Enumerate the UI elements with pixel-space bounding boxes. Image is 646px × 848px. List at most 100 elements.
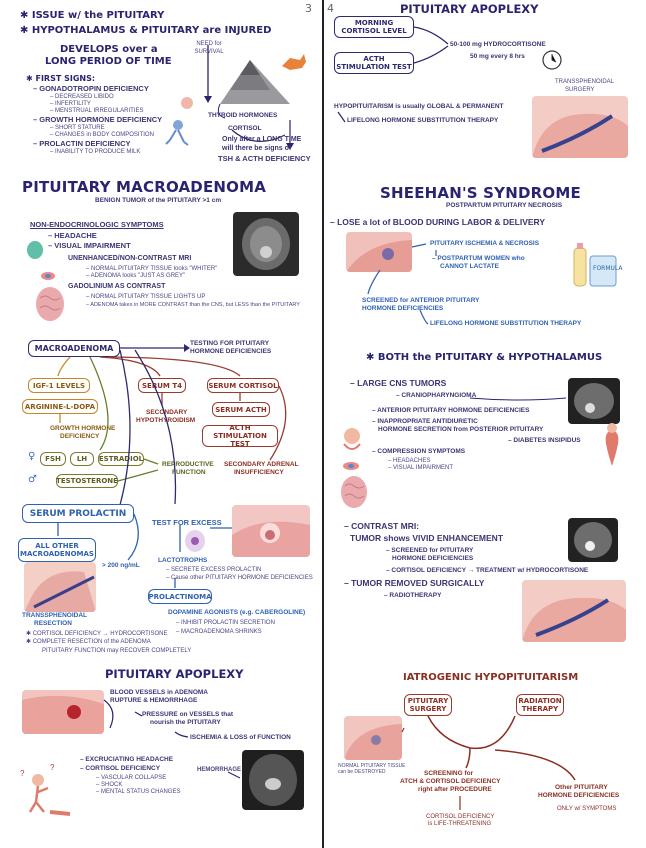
screened-pit-1: – SCREENED for PITUITARY bbox=[386, 547, 474, 554]
serum-t4-box: SERUM T4 bbox=[138, 378, 186, 393]
iatrogenic-anatomy-image bbox=[344, 716, 402, 760]
macroadenoma-title: PITUITARY MACROADENOMA bbox=[22, 178, 267, 196]
gonad-item-2: – INFERTILITY bbox=[50, 101, 91, 107]
unenhanced-item-1: – NORMAL PITUITARY TISSUE looks "WHITER" bbox=[86, 266, 218, 272]
gadolinium-item-1: – NORMAL PITUITARY TISSUE LIGHTS UP bbox=[86, 294, 206, 300]
lifelong-therapy-1: LIFELONG HORMONE SUBSTITUTION THERAPY bbox=[347, 117, 499, 124]
pit-surgery-line-2: SURGERY bbox=[409, 705, 447, 713]
arginine-box: ARGININE-L-DOPA bbox=[22, 399, 98, 414]
headache-person-icon bbox=[344, 428, 360, 444]
compression-item-1: – HEADACHES bbox=[388, 458, 431, 464]
svg-text:?: ? bbox=[50, 763, 55, 772]
radiation-line-1: RADIATION bbox=[518, 697, 562, 705]
radiation-line-2: THERAPY bbox=[521, 705, 559, 713]
ghd-line-1: GROWTH HORMONE bbox=[50, 425, 116, 432]
craniopharyngioma: – CRANIOPHARYNGIOMA bbox=[396, 392, 477, 399]
transsphenoidal-2: RESECTION bbox=[34, 620, 72, 627]
inappropriate-1: – INAPPROPRIATE ANTIDIURETIC bbox=[372, 418, 478, 425]
diabetes-insipidus: – DIABETES INSIPIDUS bbox=[508, 437, 581, 444]
sheehan-title: SHEEHAN'S SYNDROME bbox=[380, 184, 581, 202]
serum-prolactin-box: SERUM PROLACTIN bbox=[22, 504, 134, 523]
all-other-box: ALL OTHER MACROADENOMAS bbox=[18, 538, 96, 562]
estradiol-box: ESTRADIOL bbox=[98, 452, 144, 466]
macroadenoma-subtitle: BENIGN TUMOR of the PITUITARY >1 cm bbox=[95, 197, 222, 204]
morning-line-1: MORNING bbox=[354, 19, 394, 27]
all-other-line-2: MACROADENOMAS bbox=[20, 550, 94, 558]
dopamine-agonists: DOPAMINE AGONISTS (e.g. CABERGOLINE) bbox=[168, 609, 306, 616]
screening-1: SCREENING for bbox=[424, 770, 474, 777]
only-after-2: will there be signs of bbox=[222, 145, 292, 152]
cortisol-life-1: CORTISOL DEFICIENCY bbox=[426, 814, 495, 820]
blood-vessels-1: BLOOD VESSELS in ADENOMA bbox=[110, 689, 208, 696]
lactotrophs-item-2: – Cause other PITUITARY HORMONE DEFICIEN… bbox=[166, 575, 313, 581]
right-apoplexy-title: PITUITARY APOPLEXY bbox=[400, 2, 539, 16]
tumor-vivid: TUMOR shows VIVID ENHANCEMENT bbox=[350, 533, 504, 543]
gonadotropin-deficiency: – GONADOTROPIN DEFICIENCY bbox=[33, 84, 149, 93]
lactotrophs-label: LACTOTROPHS bbox=[158, 557, 208, 564]
growth-deficiency: – GROWTH HORMONE DEFICIENCY bbox=[33, 115, 163, 124]
hemorrhage-label: HEMORRHAGE bbox=[197, 767, 242, 773]
gonad-item-1: – DECREASED LIBIDO bbox=[50, 94, 114, 100]
every-8-hours: 50 mg every 8 hrs bbox=[470, 53, 525, 60]
acth-stim-line-1: ACTH STIMULATION bbox=[213, 424, 267, 440]
fsh-box: FSH bbox=[40, 452, 66, 466]
inappropriate-2: HORMONE SECRETION from POSTERIOR PITUITA… bbox=[378, 426, 544, 433]
both-title: ✱ BOTH the PITUITARY & HYPOTHALAMUS bbox=[366, 352, 603, 363]
testing-line-2: HORMONE DEFICIENCIES bbox=[190, 348, 272, 355]
serum-acth-box: SERUM ACTH bbox=[212, 402, 270, 417]
surgery-anatomy-image bbox=[532, 96, 628, 158]
hypothalamus-title: ✱ HYPOTHALAMUS & PITUITARY are INJURED bbox=[20, 25, 272, 36]
running-person-icon bbox=[173, 120, 183, 130]
pituitary-anatomy-image bbox=[232, 505, 310, 557]
reproductive-2: FUNCTION bbox=[172, 469, 206, 476]
testing-line-1: TESTING FOR PITUITARY bbox=[190, 340, 270, 347]
screened-anterior-1: SCREENED for ANTERIOR PITUITARY bbox=[362, 297, 480, 304]
ghd-line-2: DEFICIENCY bbox=[60, 433, 100, 440]
adrenal-2: INSUFFICIENCY bbox=[234, 469, 284, 476]
headache-symptom: – HEADACHE bbox=[48, 231, 97, 240]
iatrogenic-title: IATROGENIC HYPOPITUITARISM bbox=[403, 672, 579, 683]
excruciating-headache: – EXCRUCIATING HEADACHE bbox=[80, 756, 174, 763]
test-for-excess: TEST FOR EXCESS bbox=[152, 518, 222, 527]
testosterone-box: TESTOSTERONE bbox=[56, 474, 118, 488]
long-period-text: LONG PERIOD OF TIME bbox=[45, 56, 172, 67]
hypopit-global: HYPOPITUITARISM is usually GLOBAL & PERM… bbox=[334, 103, 504, 110]
first-signs: ✱ FIRST SIGNS: bbox=[26, 74, 96, 83]
lifelong-therapy-2: LIFELONG HORMONE SUBSTITUTION THERAPY bbox=[430, 320, 582, 327]
gadolinium-contrast: GADOLINIUM AS CONTRAST bbox=[68, 283, 166, 290]
postpartum-necrosis: POSTPARTUM PITUITARY NECROSIS bbox=[446, 202, 563, 209]
thirst-person-icon bbox=[605, 430, 619, 466]
radiation-therapy-box: RADIATION THERAPY bbox=[516, 694, 564, 716]
unenhanced-mri: UNENHANCED/NON-CONTRAST MRI bbox=[68, 255, 192, 262]
cortisol-life-2: is LIFE-THREATENING bbox=[428, 821, 492, 827]
develops-text: DEVELOPS over a bbox=[60, 44, 158, 55]
all-other-line-1: ALL OTHER bbox=[35, 542, 79, 550]
cortisol-label: CORTISOL bbox=[228, 125, 262, 132]
only-after-3: TSH & ACTH DEFICIENCY bbox=[218, 154, 311, 163]
nasal-anatomy-image bbox=[24, 562, 96, 612]
craniopharyngioma-mri bbox=[568, 378, 620, 424]
apoplexy-anatomy-image bbox=[22, 690, 104, 734]
dopamine-item-1: – INHIBIT PROLACTIN SECRETION bbox=[176, 620, 275, 626]
hemorrhage-mri-image bbox=[242, 750, 304, 810]
hydrocortisone-dose: 50-100 mg HYDROCORTISONE bbox=[450, 41, 546, 48]
igf1-box: IGF-1 LEVELS bbox=[28, 378, 90, 393]
only-with-symptoms: ONLY w/ SYMPTOMS bbox=[557, 806, 617, 812]
acth-stim-line-2: TEST bbox=[230, 440, 250, 448]
formula-can-icon bbox=[589, 255, 617, 287]
growth-item-2: – CHANGES in BODY COMPOSITION bbox=[50, 132, 154, 138]
prolactin-item-1: – INABILITY TO PRODUCE MILK bbox=[50, 149, 141, 155]
transsphenoidal-1: TRANSSPHENOIDAL bbox=[22, 612, 88, 619]
prolactin-deficiency: – PROLACTIN DEFICIENCY bbox=[33, 139, 131, 148]
other-deficiencies-1: Other PITUITARY bbox=[555, 784, 608, 791]
macroadenoma-box: MACROADENOMA bbox=[28, 340, 120, 357]
acth-right-line-2: STIMULATION TEST bbox=[336, 63, 412, 71]
screening-2: ATCH & CORTISOL DEFICIENCY bbox=[400, 778, 501, 785]
transsph-item-2: ✱ COMPLETE RESECTION of the ADENOMA bbox=[26, 639, 151, 645]
